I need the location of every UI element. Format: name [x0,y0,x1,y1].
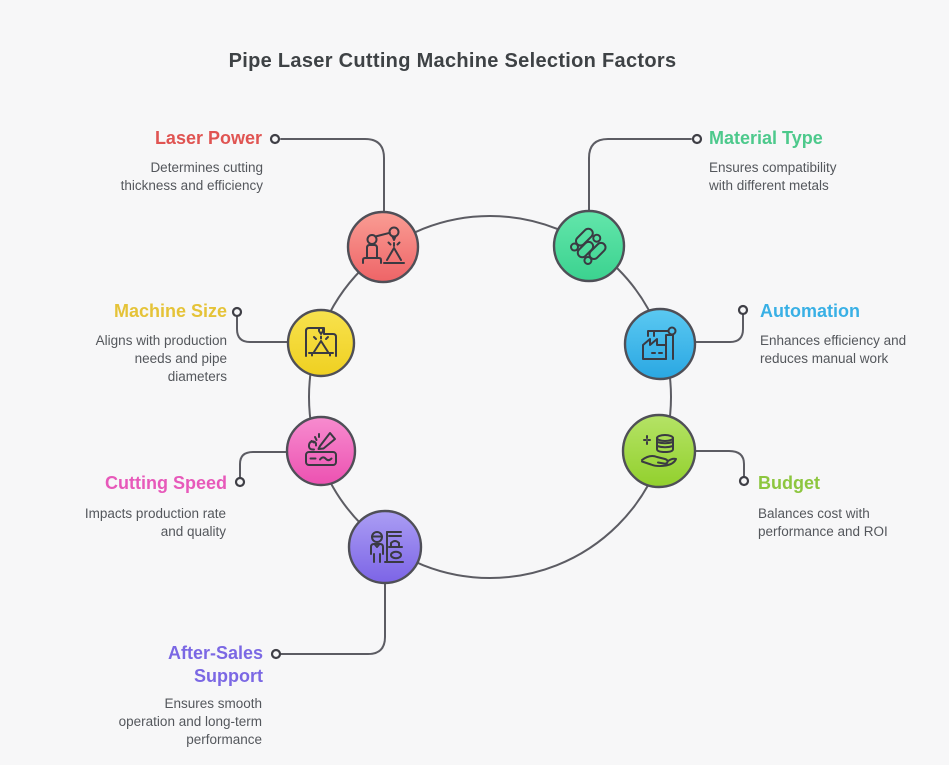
endpoint-dot-material-type [691,133,703,145]
endpoint-dot-cutting-speed [234,476,246,488]
robot-arm-laser-icon [362,226,405,264]
laser-pen-icon [305,432,337,466]
factor-description-material-type: Ensures compatibility with different met… [709,160,837,193]
factor-label-after-sales-support: After-Sales Support [167,643,263,686]
label-connectors [236,138,745,655]
factor-description-after-sales-support: Ensures smooth operation and long-term p… [118,696,262,747]
factor-label-material-type: Material Type [709,128,823,148]
factor-label-cutting-speed: Cutting Speed [105,473,227,493]
automated-factory-icon [642,326,677,360]
machine-enclosure-icon [305,327,337,357]
page-title: Pipe Laser Cutting Machine Selection Fac… [228,50,677,72]
endpoint-dot-automation [737,304,749,316]
factor-label-automation: Automation [760,301,860,321]
factor-description-machine-size: Aligns with production needs and pipe di… [95,333,227,384]
node-circle-machine-size [286,308,356,378]
metal-pipes-icon [570,227,607,265]
node-circle-laser-power [346,210,420,284]
factor-description-automation: Enhances efficiency and reduces manual w… [760,333,907,366]
connector-laser-power [280,138,385,213]
factor-label-budget: Budget [758,473,820,493]
main-circle [308,215,672,579]
connector-material-type [588,138,692,213]
factor-description-laser-power: Determines cutting thickness and efficie… [120,160,263,193]
connector-after-sales [280,582,386,655]
factor-description-budget: Balances cost with performance and ROI [758,506,888,539]
endpoint-dot-laser-power [269,133,281,145]
node-circle-after-sales [347,509,423,585]
endpoint-dot-after-sales [270,648,282,660]
connector-automation [694,313,744,343]
support-technician-icon [370,531,404,563]
connector-machine-size [236,315,289,343]
factor-label-machine-size: Machine Size [113,301,227,321]
factor-nodes [285,209,697,585]
node-icons [305,226,677,563]
coins-in-hand-icon [641,434,677,468]
endpoint-dot-budget [738,475,750,487]
connector-cutting-speed [239,451,288,479]
endpoint-dot-machine-size [231,306,243,318]
connector-endpoints [231,133,750,660]
connector-budget [694,450,745,478]
node-circle-material-type [552,209,626,283]
factor-description-cutting-speed: Impacts production rate and quality [84,506,226,539]
factor-label-laser-power: Laser Power [154,128,262,148]
